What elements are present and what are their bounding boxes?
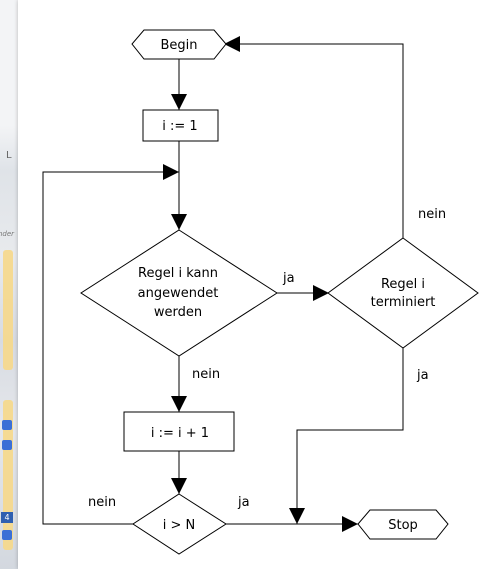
edge-compare-no [42, 164, 179, 525]
map-road [3, 400, 13, 550]
map-pin-icon[interactable] [2, 420, 12, 430]
node-rule-label-line3: werden [154, 305, 202, 320]
map-pin-icon[interactable] [2, 440, 12, 450]
node-terminates-label-line2: terminiert [371, 295, 436, 310]
node-rule-decision[interactable] [80, 229, 278, 357]
edge-label-compare-yes: ja [237, 495, 250, 510]
edge-label-terminates-yes: ja [416, 368, 429, 383]
node-increment[interactable] [123, 411, 235, 452]
map-road [3, 250, 13, 370]
node-stop[interactable] [357, 509, 449, 540]
edge-label-terminates-no: nein [418, 207, 446, 222]
node-begin-label: Begin [160, 38, 197, 53]
edge-label-apply-no: nein [192, 367, 220, 382]
node-init[interactable] [142, 109, 219, 142]
node-increment-label: i := i + 1 [151, 426, 209, 441]
map-route-badge: 4 [1, 512, 13, 523]
node-rule-label-line1: Regel i kann [138, 266, 218, 281]
node-init-label: i := 1 [162, 119, 197, 134]
map-transit-icon[interactable] [2, 530, 12, 540]
map-label: L [6, 150, 12, 161]
background-map-strip: L nder 4 [0, 0, 18, 569]
edge-terminates-no [224, 36, 404, 238]
node-compare-decision[interactable] [132, 493, 227, 555]
flowchart-canvas: Begin i := 1 Regel i kann angewendet wer… [18, 0, 500, 569]
edge-terminates-yes [289, 348, 404, 524]
node-stop-label: Stop [388, 518, 418, 533]
node-rule-label-line2: angewendet [138, 286, 219, 301]
edge-label-compare-no: nein [88, 495, 116, 510]
map-street-label: nder [0, 230, 15, 238]
node-terminates-label-line1: Regel i [381, 277, 425, 292]
flowchart: Begin i := 1 Regel i kann angewendet wer… [42, 29, 479, 555]
node-terminates-decision[interactable] [327, 237, 479, 349]
node-compare-label: i > N [163, 518, 196, 533]
edge-label-apply-yes: ja [282, 271, 295, 286]
node-begin[interactable] [131, 29, 227, 60]
